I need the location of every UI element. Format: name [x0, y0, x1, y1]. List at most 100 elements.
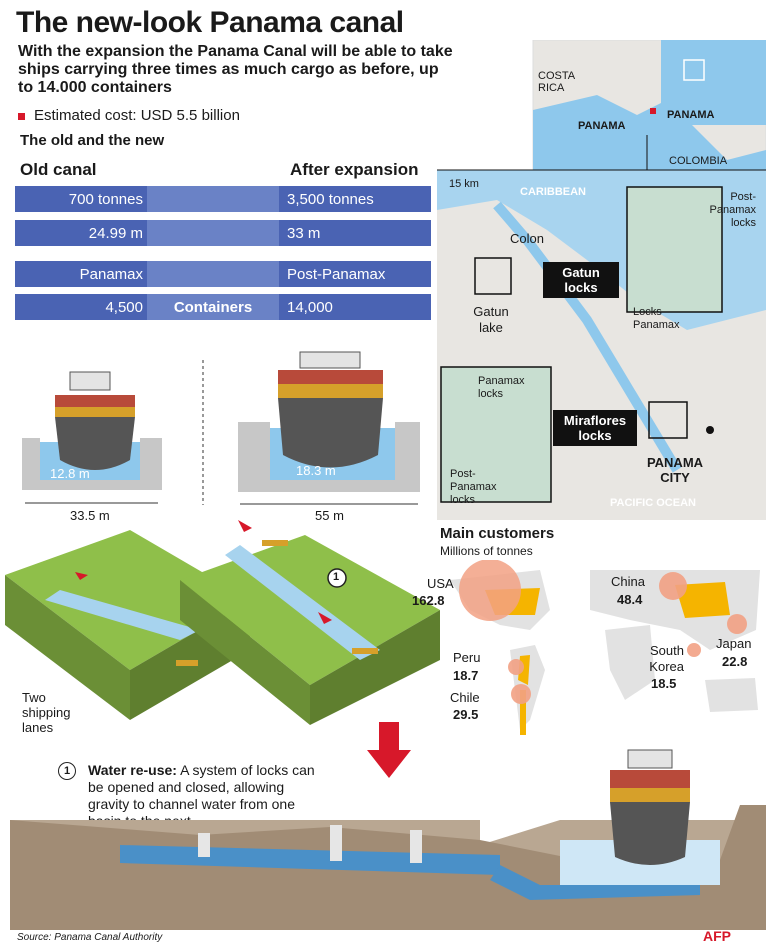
- gate: [330, 825, 342, 861]
- old-ship-containers: [55, 407, 135, 417]
- right-channel: [225, 545, 380, 660]
- cost-text: Estimated cost: USD 5.5 billion: [34, 107, 240, 124]
- japan-value: 22.8: [722, 654, 748, 669]
- customers-unit: Millions of tonnes: [440, 544, 533, 558]
- usa-name: USA: [427, 576, 454, 591]
- down-arrow-icon: [367, 722, 411, 778]
- new-value: 33 m: [279, 220, 431, 246]
- row-label: [147, 261, 279, 287]
- south-korea-value: 18.5: [651, 676, 677, 691]
- miraflores-locks-label: Miraflores locks: [553, 410, 637, 446]
- comparison-row: 700 tonnes 3,500 tonnes: [15, 186, 431, 212]
- korea-bubble: [687, 643, 701, 657]
- new-value: 3,500 tonnes: [279, 186, 431, 212]
- gate: [410, 830, 422, 863]
- old-ship-hull: [55, 417, 135, 470]
- note-heading: Water re-use:: [88, 762, 177, 778]
- comparison-row: 4,500 Containers 14,000: [15, 294, 431, 320]
- old-value: 24.99 m: [15, 220, 147, 246]
- scale-label: 15 km: [449, 178, 479, 190]
- old-canal-header: Old canal: [20, 160, 97, 179]
- new-ship-bridge: [299, 351, 361, 369]
- left-channel: [45, 590, 200, 640]
- ship-cross-sections: [22, 351, 420, 505]
- comparison-row: Panamax Post-Panamax: [15, 261, 431, 287]
- new-ship-containers: [278, 370, 383, 384]
- row-label: Containers: [147, 294, 279, 320]
- section-label: The old and the new: [20, 132, 165, 149]
- old-value: 700 tonnes: [15, 186, 147, 212]
- old-value: 4,500: [15, 294, 147, 320]
- panama-map: [437, 40, 766, 520]
- old-width-label: 33.5 m: [70, 508, 110, 523]
- row-label: [147, 186, 279, 212]
- callout-number: 1: [333, 571, 340, 583]
- chile-value: 29.5: [453, 707, 479, 722]
- gatun-locator-box: [474, 257, 512, 295]
- peru-name: Peru: [453, 650, 481, 665]
- new-width-label: 55 m: [315, 508, 344, 523]
- chile-bubble: [511, 684, 531, 704]
- terrain-right-side: [180, 580, 310, 725]
- colon-label: Colon: [510, 231, 544, 246]
- two-lanes-label: Two shipping lanes: [22, 690, 71, 735]
- ship-hull: [610, 802, 690, 865]
- customers-title: Main customers: [440, 525, 555, 542]
- japan-bubble: [727, 614, 747, 634]
- peru-value: 18.7: [453, 668, 479, 683]
- row-label: [147, 220, 279, 246]
- subtitle: With the expansion the Panama Canal will…: [18, 43, 453, 96]
- gate: [198, 833, 210, 857]
- south-korea-name: South Korea: [649, 643, 684, 674]
- red-arrow-icon: [75, 572, 88, 580]
- new-value: Post-Panamax: [279, 261, 431, 287]
- china-bubble: [659, 572, 687, 600]
- china-value: 48.4: [617, 592, 643, 607]
- ship-containers: [610, 770, 690, 788]
- red-arrow-icon: [318, 612, 332, 624]
- regional-sea: [533, 95, 766, 170]
- upper-channel: [120, 845, 500, 875]
- chile-name: Chile: [450, 690, 480, 705]
- old-value: Panamax: [15, 261, 147, 287]
- page-title: The new-look Panama canal: [16, 6, 404, 39]
- locator-box: [683, 59, 705, 81]
- panama-city-dot: [706, 426, 714, 434]
- usa-value: 162.8: [412, 593, 445, 608]
- pacific-label: PACIFIC OCEAN: [610, 497, 696, 509]
- miraflores-inset: [440, 366, 552, 503]
- ship-containers: [610, 788, 690, 802]
- panama-label: PANAMA: [578, 120, 626, 132]
- japan-name: Japan: [716, 636, 752, 651]
- ship-icon: [262, 540, 288, 546]
- gatun-locks-label: Gatun locks: [543, 262, 619, 298]
- africa-shape: [605, 625, 655, 700]
- new-value: 14,000: [279, 294, 431, 320]
- afp-logo: AFP: [703, 928, 731, 944]
- ship-icon: [176, 660, 198, 666]
- source-note: Source: Panama Canal Authority: [17, 932, 163, 943]
- inset1-panamax-label: Locks Panamax: [633, 306, 680, 331]
- inset2-post-label: Post-Panamax locks: [450, 468, 497, 506]
- peru-bubble: [508, 659, 524, 675]
- gatun-inset: [626, 186, 723, 313]
- new-ship-hull: [278, 398, 383, 468]
- lower-channel: [490, 865, 700, 900]
- red-arrow-icon: [238, 520, 252, 532]
- old-ship-containers: [55, 395, 135, 407]
- miraflores-locator-box: [648, 401, 688, 439]
- usa-bubble: [459, 560, 521, 621]
- gatun-lake-label: Gatun lake: [473, 304, 509, 335]
- panama-city-label: PANAMA CITY: [646, 455, 704, 485]
- new-ship-containers: [278, 384, 383, 398]
- inset2-panamax-label: Panamax locks: [478, 375, 525, 400]
- colombia-label: COLOMBIA: [669, 155, 728, 167]
- locks-3d-illustration: [5, 520, 440, 725]
- china-shape: [675, 582, 730, 618]
- terrain-right-front: [310, 610, 440, 725]
- customers-world-map: [450, 560, 760, 735]
- caribbean-label: CARIBBEAN: [520, 186, 586, 198]
- inset1-post-label: Post-Panamax locks: [709, 191, 756, 229]
- canal-route: [493, 201, 682, 473]
- note-number: 1: [58, 762, 76, 780]
